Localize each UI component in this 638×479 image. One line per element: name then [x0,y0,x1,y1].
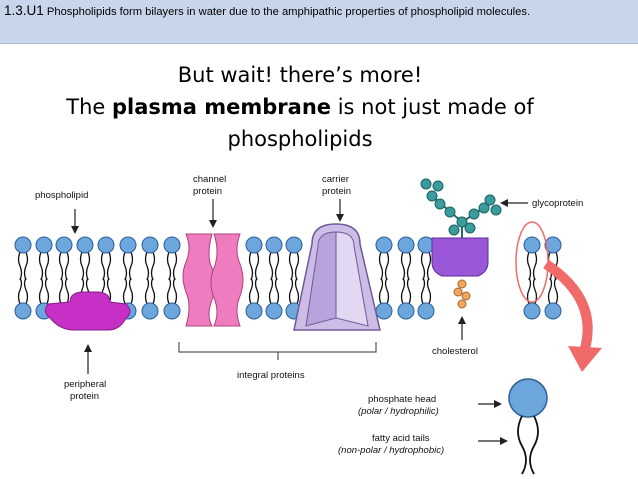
cholesterol-ring [457,279,467,289]
sugar-unit [478,202,490,214]
label-carrier-line-2: protein [322,186,351,197]
sugar-unit [484,194,496,206]
sugar-unit [490,204,502,216]
phospholipid [285,236,303,320]
label-polar: (polar / hydrophilic) [358,406,439,417]
enlarged-phospholipid [508,378,548,475]
label-phospholipid: phospholipid [35,190,88,201]
highlight-circle [515,221,549,303]
phospholipid [544,236,562,320]
phospholipid [523,236,541,320]
sugar-unit [420,178,432,190]
phospholipid [375,236,393,320]
sugar-unit [464,222,476,234]
phospholipid [397,236,415,320]
cholesterol-shape [453,279,471,309]
header-code: 1.3.U1 [4,3,44,18]
slide-header: 1.3.U1 Phospholipids form bilayers in wa… [0,0,638,44]
headline-line-3: phospholipids [227,127,373,151]
phospholipid-bilayer [14,236,562,320]
channel-protein-shape [182,233,244,327]
label-channel-line-2: protein [193,186,222,197]
sugar-unit [448,224,460,236]
integral-bracket [178,342,377,360]
label-carrier-line-1: carrier [322,174,349,185]
cholesterol-ring [457,299,467,309]
label-fatty-tails: fatty acid tails [372,433,430,444]
header-text: Phospholipids form bilayers in water due… [43,6,531,18]
label-integral-proteins: integral proteins [237,370,305,381]
sugar-unit [444,206,456,218]
callout-arrow [543,259,602,372]
sugar-unit [432,180,444,192]
label-peripheral-line-1: peripheral [64,379,106,390]
peripheral-protein-shape [44,291,131,331]
sugar-chain [420,178,502,236]
phospholipid [265,236,283,320]
headline-line-2: The plasma membrane is not just made of [66,95,534,119]
plasma-membrane-term: plasma membrane [112,95,332,119]
cholesterol-ring [453,287,463,297]
headline-line-1: But wait! there’s more! [177,63,423,87]
phospholipid [417,236,435,320]
label-peripheral-line-2: protein [70,391,99,402]
cholesterol-ring [461,291,471,301]
sugar-unit [426,190,438,202]
label-glycoprotein: glycoprotein [532,198,583,209]
label-nonpolar: (non-polar / hydrophobic) [338,445,444,456]
sugar-unit [456,216,468,228]
label-channel-line-1: channel [193,174,226,185]
sugar-unit [468,208,480,220]
label-phosphate-head: phosphate head [368,394,436,405]
phospholipid [163,236,181,320]
carrier-protein-shape [293,223,381,331]
label-cholesterol: cholesterol [432,346,478,357]
phospholipid [14,236,32,320]
sugar-unit [434,198,446,210]
phospholipid [245,236,263,320]
phospholipid [141,236,159,320]
